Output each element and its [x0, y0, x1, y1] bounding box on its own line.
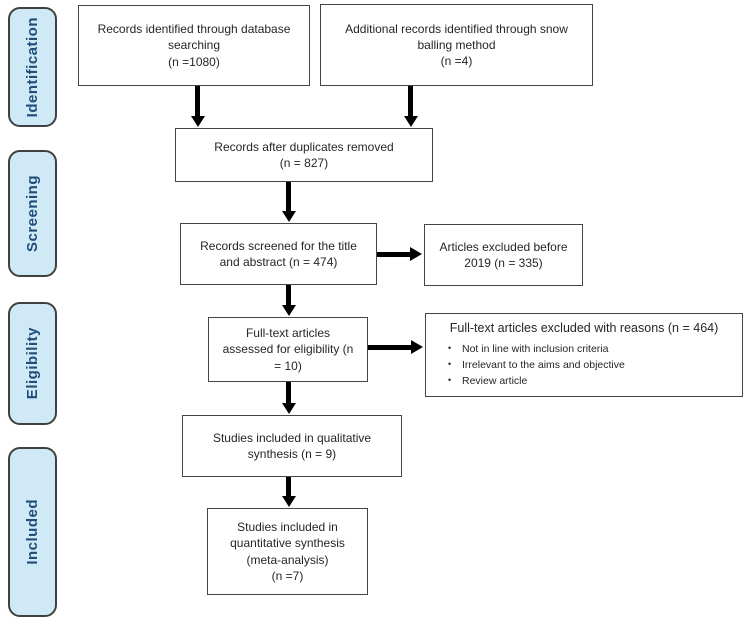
- box-records-screened: Records screened for the title and abstr…: [180, 223, 377, 285]
- arrow-screened-to-fulltext: [286, 285, 291, 306]
- arrow-duplicates-to-screened: [286, 182, 291, 212]
- arrowhead-qualitative-to-quantitative: [282, 496, 296, 507]
- stage-identification: Identification: [8, 7, 57, 127]
- arrow-fulltext-to-excluded: [368, 345, 412, 350]
- box-additional-records-snowballing-text: Additional records identified through sn…: [345, 21, 568, 69]
- arrowhead-screened-to-fulltext: [282, 305, 296, 316]
- box-qualitative-synthesis: Studies included in qualitative synthesi…: [182, 415, 402, 477]
- box-fulltext-excluded-reasons: Full-text articles excluded with reasons…: [425, 313, 743, 397]
- stage-included-label: Included: [24, 499, 41, 565]
- stage-screening-label: Screening: [24, 174, 41, 253]
- arrow-database-to-duplicates: [195, 86, 200, 117]
- exclusion-reason-item: Not in line with inclusion criteria: [448, 342, 734, 358]
- box-records-database-searching: Records identified through database sear…: [78, 5, 310, 86]
- arrowhead-database-to-duplicates: [191, 116, 205, 127]
- arrow-screened-to-excluded: [377, 252, 411, 257]
- arrowhead-fulltext-to-excluded: [411, 340, 423, 354]
- arrow-snowballing-to-duplicates: [408, 86, 413, 117]
- box-qualitative-synthesis-text: Studies included in qualitative synthesi…: [212, 430, 372, 461]
- box-duplicates-removed-text: Records after duplicates removed (n = 82…: [214, 139, 394, 170]
- stage-eligibility: Eligibility: [8, 302, 57, 425]
- stage-identification-label: Identification: [24, 16, 41, 118]
- arrowhead-snowballing-to-duplicates: [404, 116, 418, 127]
- box-articles-excluded-before-2019: Articles excluded before 2019 (n = 335): [424, 224, 583, 286]
- arrow-fulltext-to-qualitative: [286, 382, 291, 404]
- stage-eligibility-label: Eligibility: [24, 327, 41, 400]
- stage-screening: Screening: [8, 150, 57, 277]
- box-additional-records-snowballing: Additional records identified through sn…: [320, 4, 593, 86]
- box-duplicates-removed: Records after duplicates removed (n = 82…: [175, 128, 433, 182]
- fulltext-excluded-list: Not in line with inclusion criteria Irre…: [434, 342, 734, 389]
- box-fulltext-assessed-text: Full-text articles assessed for eligibil…: [222, 326, 354, 373]
- box-quantitative-synthesis-text: Studies included in quantitative synthes…: [230, 520, 345, 583]
- arrowhead-duplicates-to-screened: [282, 211, 296, 222]
- fulltext-excluded-title: Full-text articles excluded with reasons…: [449, 321, 719, 335]
- stage-included: Included: [8, 447, 57, 617]
- arrowhead-screened-to-excluded: [410, 247, 422, 261]
- box-fulltext-assessed: Full-text articles assessed for eligibil…: [208, 317, 368, 382]
- box-articles-excluded-before-2019-text: Articles excluded before 2019 (n = 335): [439, 239, 568, 270]
- exclusion-reason-item: Review article: [448, 374, 734, 390]
- box-records-database-searching-text: Records identified through database sear…: [97, 22, 291, 69]
- arrow-qualitative-to-quantitative: [286, 477, 291, 497]
- arrowhead-fulltext-to-qualitative: [282, 403, 296, 414]
- exclusion-reason-item: Irrelevant to the aims and objective: [448, 358, 734, 374]
- box-quantitative-synthesis: Studies included in quantitative synthes…: [207, 508, 368, 595]
- box-records-screened-text: Records screened for the title and abstr…: [200, 238, 357, 269]
